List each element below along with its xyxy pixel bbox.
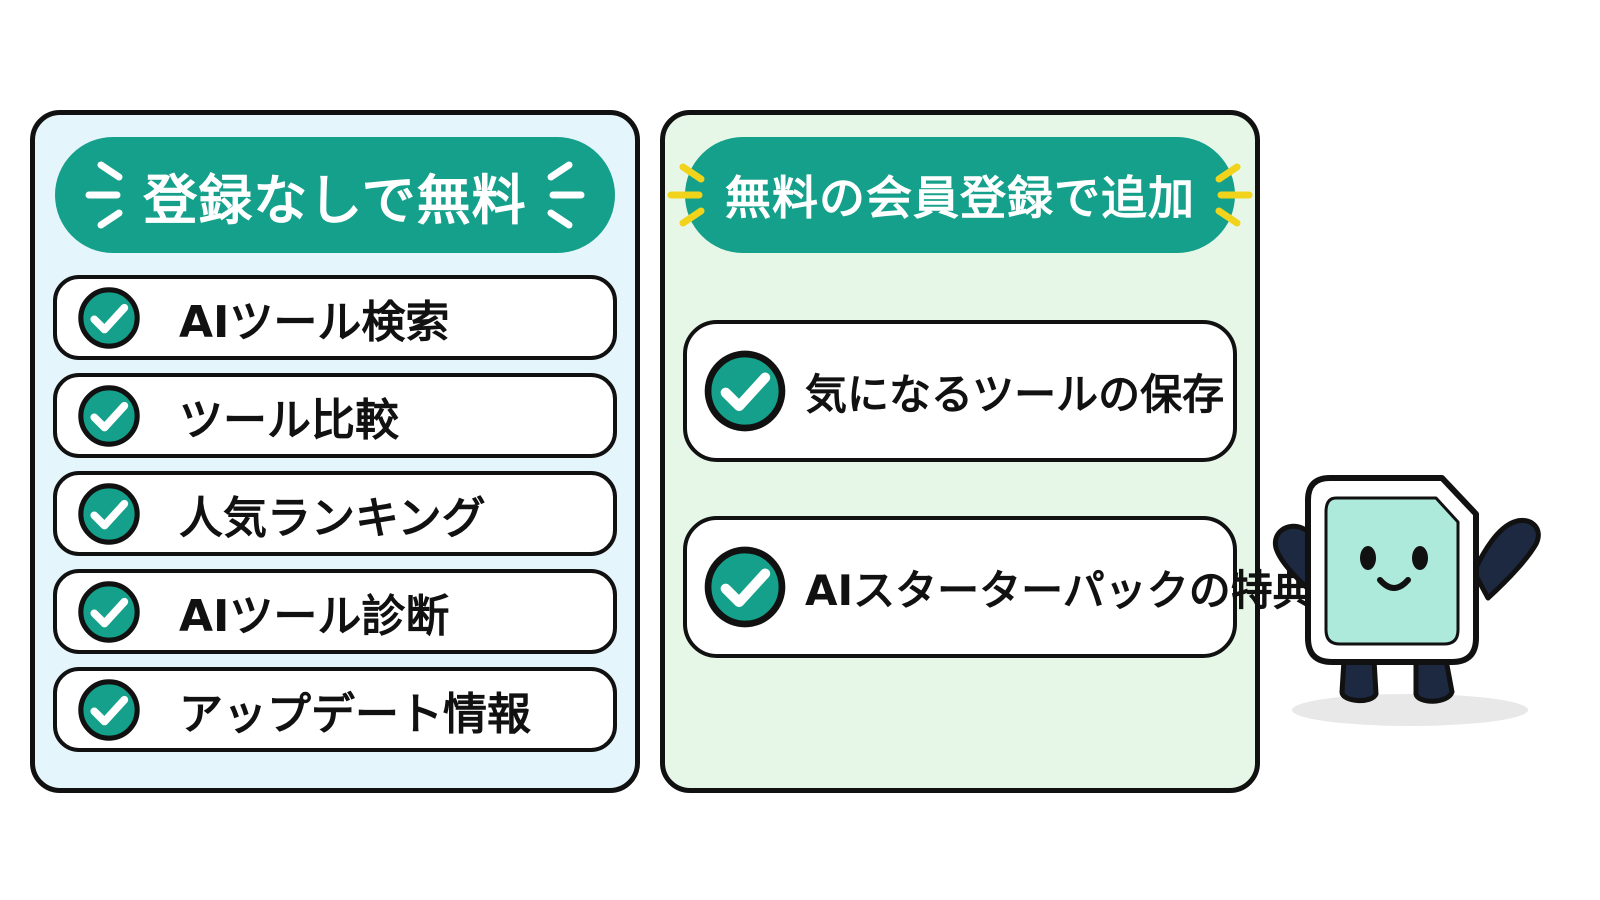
sparkle-burst-icon xyxy=(1215,163,1253,227)
free-panel-title: 登録なしで無料 xyxy=(143,168,527,232)
feature-label: ツール比較 xyxy=(179,394,399,446)
check-circle-icon xyxy=(703,349,787,433)
feature-item-popular-ranking: 人気ランキング xyxy=(53,471,617,556)
sparkle-burst-icon xyxy=(667,163,705,227)
check-circle-icon xyxy=(77,580,141,644)
check-circle-icon xyxy=(77,384,141,448)
member-features-panel: 無料の会員登録で追加 気になるツールの保存 AIスターターパックの特典 xyxy=(660,110,1315,793)
feature-label: アップデート情報 xyxy=(179,688,531,740)
member-panel-header: 無料の会員登録で追加 xyxy=(667,137,1253,253)
sparkle-burst-icon xyxy=(85,161,123,229)
check-circle-icon xyxy=(703,545,787,629)
feature-item-tool-comparison: ツール比較 xyxy=(53,373,617,458)
free-features-panel: 登録なしで無料 AIツール検索 ツール比較 人気ランキング AIツール診断 アッ… xyxy=(30,110,640,793)
check-circle-icon xyxy=(77,678,141,742)
feature-item-ai-tool-search: AIツール検索 xyxy=(53,275,617,360)
feature-label: AIツール検索 xyxy=(179,296,450,348)
mascot-icon xyxy=(1272,475,1541,726)
feature-label: AIスターターパックの特典 xyxy=(805,565,1315,615)
check-circle-icon xyxy=(77,482,141,546)
member-panel-title: 無料の会員登録で追加 xyxy=(725,171,1195,225)
sparkle-burst-icon xyxy=(547,161,585,229)
feature-item-save-tools: 気になるツールの保存 xyxy=(683,320,1237,462)
feature-item-ai-tool-diagnosis: AIツール診断 xyxy=(53,569,617,654)
feature-item-update-info: アップデート情報 xyxy=(53,667,617,752)
feature-label: 人気ランキング xyxy=(179,492,486,544)
feature-label: 気になるツールの保存 xyxy=(805,369,1225,419)
feature-item-starter-pack-bonus: AIスターターパックの特典 xyxy=(683,516,1315,658)
feature-label: AIツール診断 xyxy=(179,590,450,642)
free-panel-header: 登録なしで無料 xyxy=(55,137,615,253)
check-circle-icon xyxy=(77,286,141,350)
